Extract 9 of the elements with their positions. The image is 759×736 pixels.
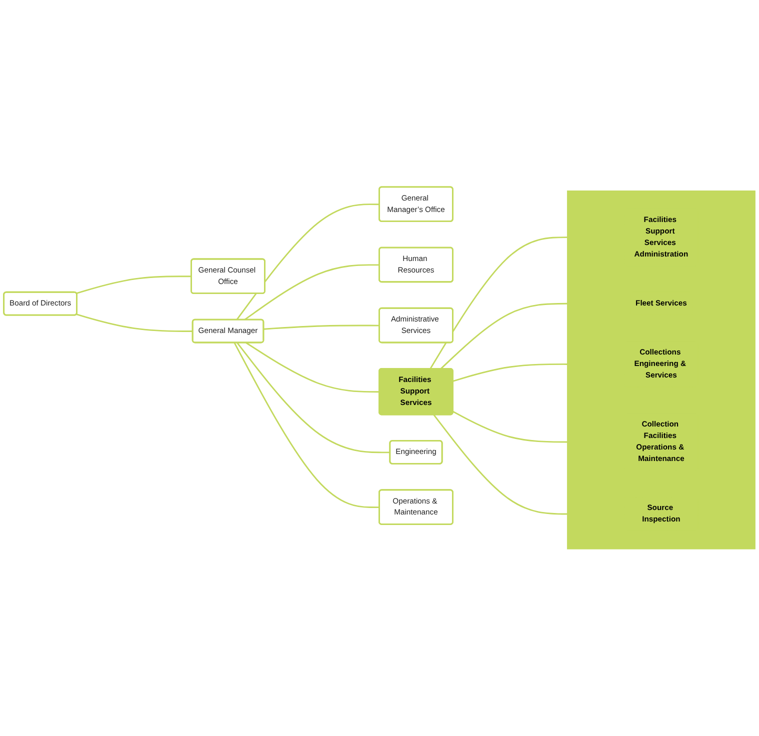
connector xyxy=(246,342,380,393)
cluster xyxy=(566,190,756,550)
connector xyxy=(264,324,380,330)
connector xyxy=(76,314,193,332)
connector xyxy=(236,204,380,320)
connector xyxy=(234,342,380,508)
connector xyxy=(76,276,192,294)
connector xyxy=(244,264,380,320)
connector xyxy=(236,342,390,454)
